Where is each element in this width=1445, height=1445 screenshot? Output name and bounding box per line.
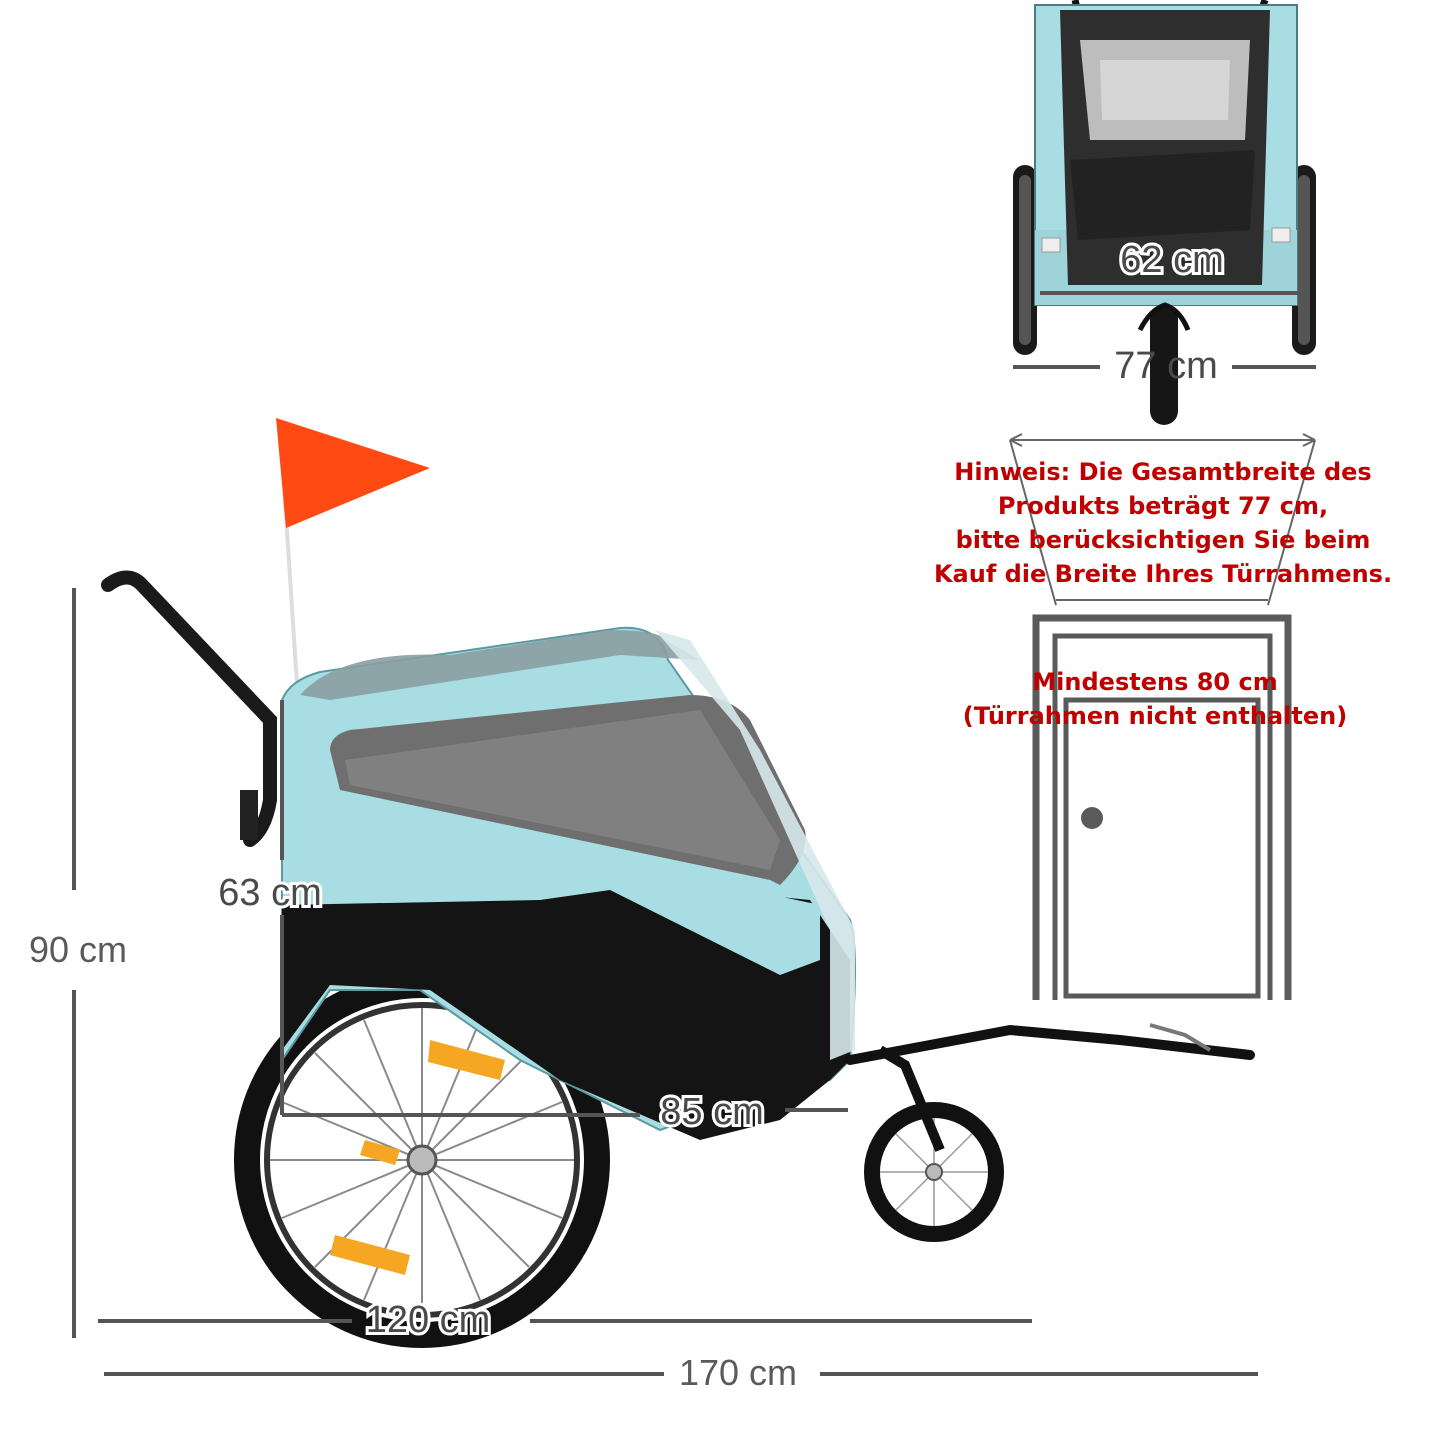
door-note-line-1: Mindestens 80 cm — [1032, 668, 1277, 696]
flag-icon — [276, 418, 430, 528]
note-line-4: Kauf die Breite Ihres Türrahmens. — [934, 560, 1392, 588]
height-total-label: 90 cm — [29, 929, 127, 970]
svg-text:120 cm: 120 cm — [366, 1299, 491, 1341]
length-body-label: 85 cm — [660, 1091, 763, 1133]
length-total-label: 170 cm — [679, 1352, 797, 1393]
length-trailer-label: 120 cm — [366, 1299, 491, 1341]
dimension-120cm: 120 cm 120 cm — [98, 1296, 1032, 1344]
reflector-icon — [428, 1040, 505, 1080]
note-line-1: Hinweis: Die Gesamtbreite des — [954, 458, 1371, 486]
door-knob-icon — [1081, 807, 1103, 829]
width-total-label: 77 cm — [1114, 345, 1217, 387]
dimension-77cm: 77 cm — [1013, 345, 1316, 387]
dimension-90cm: 90 cm — [29, 588, 127, 1338]
door-note: Mindestens 80 cm (Türrahmen nicht enthal… — [963, 668, 1347, 730]
door-note-line-2: (Türrahmen nicht enthalten) — [963, 702, 1347, 730]
width-inner-label: 62 cm — [1120, 239, 1223, 281]
reflector-icon-2 — [330, 1235, 410, 1275]
door-illustration — [1032, 614, 1292, 1000]
width-note: Hinweis: Die Gesamtbreite des Produkts b… — [934, 458, 1392, 588]
dimension-63cm: 63 cm 63 cm — [215, 700, 325, 1115]
dimension-170cm: 170 cm — [104, 1352, 1258, 1393]
note-line-2: Produkts beträgt 77 cm, — [998, 492, 1328, 520]
svg-text:63 cm: 63 cm — [218, 872, 321, 914]
dimension-85cm: 85 cm 85 cm — [282, 1088, 848, 1136]
side-view-trailer — [101, 418, 1255, 1348]
svg-text:85 cm: 85 cm — [660, 1091, 763, 1133]
height-inner-label: 63 cm — [218, 872, 321, 914]
door-width-arrows — [1009, 433, 1316, 606]
note-line-3: bitte berücksichtigen Sie beim — [956, 526, 1371, 554]
dimension-62cm: 62 cm 62 cm — [1040, 236, 1300, 295]
svg-text:62 cm: 62 cm — [1120, 239, 1223, 281]
